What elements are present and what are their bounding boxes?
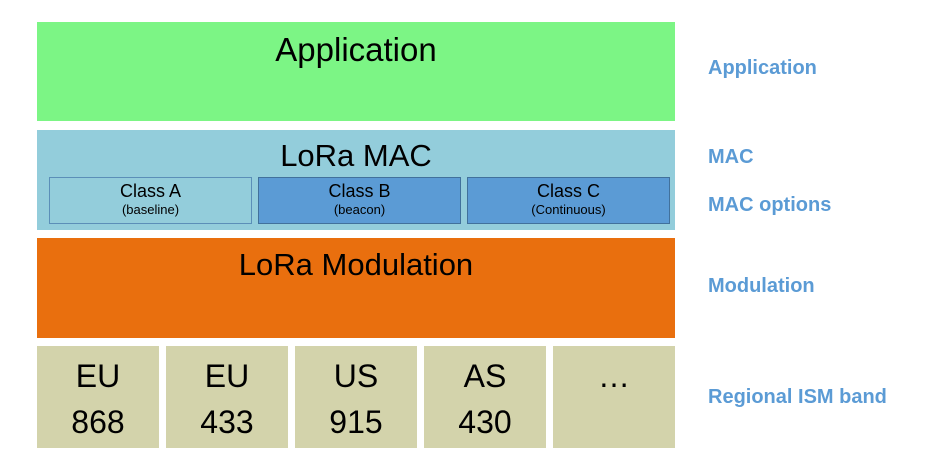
mac-class-name: Class A (119, 181, 182, 201)
mac-class-desc: (beacon) (333, 202, 386, 217)
band-box: EU 868 (37, 346, 159, 448)
band-ellipsis: … (598, 358, 630, 394)
band-box: US 915 (295, 346, 417, 448)
regional-bands: EU 868 EU 433 US 915 AS 430 … (37, 346, 675, 448)
mac-class-desc: (baseline) (121, 202, 180, 217)
application-layer: Application (37, 22, 675, 121)
side-label-application: Application (708, 57, 817, 79)
mac-layer: LoRa MAC Class A (baseline) Class B (bea… (37, 130, 675, 230)
mac-class-name: Class C (536, 181, 600, 201)
mac-class-a: Class A (baseline) (49, 177, 252, 224)
application-layer-title: Application (275, 31, 437, 68)
modulation-layer: LoRa Modulation (37, 238, 675, 338)
band-frequency: 868 (71, 404, 125, 440)
side-label-modulation: Modulation (708, 275, 815, 297)
mac-class-desc: (Continuous) (531, 202, 606, 217)
side-label-mac-options: MAC options (708, 194, 832, 216)
band-frequency: 430 (458, 404, 512, 440)
mac-class-b: Class B (beacon) (258, 177, 461, 224)
band-frequency: 433 (200, 404, 254, 440)
band-region: AS (463, 358, 507, 394)
modulation-layer-title: LoRa Modulation (238, 247, 474, 282)
band-region: US (333, 358, 379, 394)
band-box: AS 430 (424, 346, 546, 448)
band-box-more: … (553, 346, 675, 448)
band-frequency: 915 (329, 404, 383, 440)
side-label-regional-ism-band: Regional ISM band (708, 386, 887, 408)
mac-class-name: Class B (328, 181, 391, 201)
band-box: EU 433 (166, 346, 288, 448)
mac-class-c: Class C (Continuous) (467, 177, 670, 224)
side-label-mac: MAC (708, 146, 754, 168)
band-region: EU (204, 358, 250, 394)
mac-layer-title: LoRa MAC (280, 138, 432, 173)
band-region: EU (75, 358, 121, 394)
